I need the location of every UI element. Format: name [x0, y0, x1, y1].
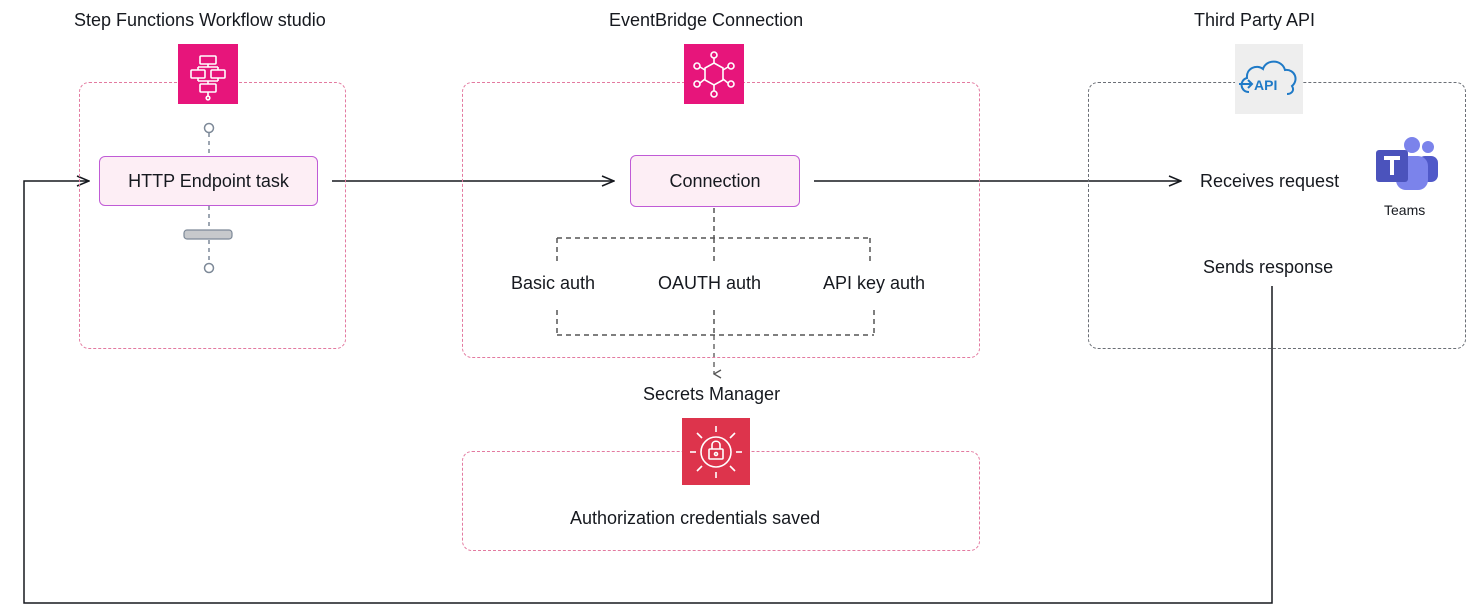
response-return-arrow [23, 181, 1273, 604]
sends-response-label: Sends response [1203, 257, 1334, 277]
oauth-auth-label: OAUTH auth [658, 273, 762, 293]
step-functions-title: Step Functions Workflow studio [74, 10, 326, 30]
api-cloud-icon: API [1235, 44, 1303, 114]
step-functions-group [79, 82, 346, 349]
connection-label: Connection [669, 170, 761, 191]
eventbridge-group [462, 82, 980, 358]
teams-icon [1374, 136, 1440, 192]
third-party-title: Third Party API [1194, 10, 1316, 30]
eventbridge-icon [684, 44, 744, 104]
eventbridge-title: EventBridge Connection [609, 10, 804, 30]
api-key-auth-label: API key auth [823, 273, 926, 293]
teams-label: Teams [1384, 202, 1426, 218]
connection-node: Connection [630, 155, 800, 207]
http-endpoint-task-node: HTTP Endpoint task [99, 156, 318, 206]
api-icon-text: API [1254, 77, 1277, 93]
http-endpoint-task-label: HTTP Endpoint task [128, 170, 289, 191]
secrets-manager-icon [682, 418, 750, 485]
credentials-saved-label: Authorization credentials saved [570, 508, 821, 528]
receives-request-label: Receives request [1200, 171, 1340, 191]
step-functions-icon [178, 44, 238, 104]
secrets-manager-title: Secrets Manager [643, 384, 781, 404]
basic-auth-label: Basic auth [511, 273, 596, 293]
